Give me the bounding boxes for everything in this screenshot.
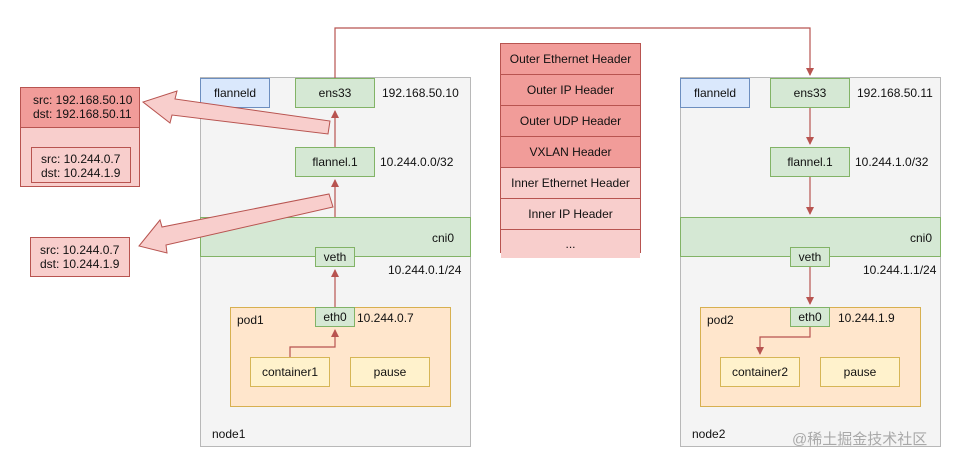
inner-packet-src: src: 10.244.0.7 bbox=[40, 243, 120, 257]
pod2-pause-label: pause bbox=[843, 365, 877, 379]
pod1-pause-label: pause bbox=[373, 365, 407, 379]
inner-packet-box: src: 10.244.0.7 dst: 10.244.1.9 bbox=[30, 237, 130, 277]
header-label-outer-ip: Outer IP Header bbox=[526, 83, 615, 97]
node1-flanneld-label: flanneld bbox=[213, 86, 257, 100]
node2-ens33-label: ens33 bbox=[793, 86, 827, 100]
node1-flannel-ip: 10.244.0.0/32 bbox=[380, 155, 454, 169]
outer-packet-inner-src: src: 10.244.0.7 bbox=[41, 152, 121, 166]
header-label-outer-ethernet: Outer Ethernet Header bbox=[509, 52, 632, 66]
callout-arrow-inner-packet bbox=[138, 193, 334, 254]
node2-veth: veth bbox=[790, 247, 830, 267]
node2-flannel-label: flannel.1 bbox=[787, 155, 833, 169]
node1-flannel-label: flannel.1 bbox=[312, 155, 358, 169]
vxlan-header-stack: Outer Ethernet Header Outer IP Header Ou… bbox=[500, 43, 641, 258]
callout-arrow-outer-packet bbox=[141, 90, 331, 135]
header-row-vxlan: VXLAN Header bbox=[501, 137, 640, 168]
node1-flannel-interface: flannel.1 bbox=[295, 147, 375, 177]
pod1-label: pod1 bbox=[237, 313, 264, 327]
node1-cni0-label: cni0 bbox=[432, 231, 455, 245]
header-label-inner-ip: Inner IP Header bbox=[528, 207, 613, 221]
node2-flanneld: flanneld bbox=[680, 78, 750, 108]
node1-ens33-label: ens33 bbox=[318, 86, 352, 100]
header-label-vxlan: VXLAN Header bbox=[529, 145, 612, 159]
header-label-inner-ethernet: Inner Ethernet Header bbox=[511, 176, 630, 190]
inner-packet-dst: dst: 10.244.1.9 bbox=[40, 257, 120, 271]
header-label-ellipsis: ... bbox=[565, 237, 576, 251]
node1-veth-label: veth bbox=[323, 250, 347, 264]
header-row-ellipsis: ... bbox=[501, 230, 640, 258]
outer-packet-inner-box: src: 10.244.0.7 dst: 10.244.1.9 bbox=[31, 147, 131, 183]
header-row-outer-udp: Outer UDP Header bbox=[501, 106, 640, 137]
container2-label: container2 bbox=[731, 365, 789, 379]
outer-packet-inner-dst: dst: 10.244.1.9 bbox=[41, 166, 121, 180]
pod2-pause-box: pause bbox=[820, 357, 900, 387]
header-row-outer-ip: Outer IP Header bbox=[501, 75, 640, 106]
pod2-label: pod2 bbox=[707, 313, 734, 327]
container2-box: container2 bbox=[720, 357, 800, 387]
pod1-eth0-ip: 10.244.0.7 bbox=[357, 311, 414, 325]
node1-veth: veth bbox=[315, 247, 355, 267]
node2-ens33-ip: 192.168.50.11 bbox=[857, 86, 933, 100]
outer-packet-box: src: 192.168.50.10 dst: 192.168.50.11 sr… bbox=[20, 87, 140, 187]
pod1-eth0-label: eth0 bbox=[323, 310, 347, 324]
header-row-outer-ethernet: Outer Ethernet Header bbox=[501, 44, 640, 75]
node2-veth-label: veth bbox=[798, 250, 822, 264]
node2-flanneld-label: flanneld bbox=[693, 86, 737, 100]
outer-packet-header: src: 192.168.50.10 dst: 192.168.50.11 bbox=[21, 88, 139, 128]
container1-box: container1 bbox=[250, 357, 330, 387]
node2-ens33: ens33 bbox=[770, 78, 850, 108]
node2-cni0-label: cni0 bbox=[910, 231, 933, 245]
eth0-to-container2-arrow bbox=[756, 327, 811, 355]
pod1-eth0: eth0 bbox=[315, 307, 355, 327]
node1-ens33-ip: 192.168.50.10 bbox=[382, 86, 459, 100]
pod2-eth0: eth0 bbox=[790, 307, 830, 327]
outer-packet-src: src: 192.168.50.10 bbox=[33, 93, 133, 107]
node1-label: node1 bbox=[212, 427, 246, 441]
header-row-inner-ethernet: Inner Ethernet Header bbox=[501, 168, 640, 199]
pod2-eth0-ip: 10.244.1.9 bbox=[838, 311, 895, 325]
pod1-pause-box: pause bbox=[350, 357, 430, 387]
watermark: @稀土掘金技术社区 bbox=[792, 431, 928, 448]
header-row-inner-ip: Inner IP Header bbox=[501, 199, 640, 230]
outer-packet-dst: dst: 192.168.50.11 bbox=[33, 107, 132, 121]
node2-flannel-interface: flannel.1 bbox=[770, 147, 850, 177]
node1-ens33: ens33 bbox=[295, 78, 375, 108]
node2-veth-ip: 10.244.1.1/24 bbox=[863, 263, 937, 277]
container1-to-eth0-arrow bbox=[289, 329, 339, 357]
node2-label: node2 bbox=[692, 427, 726, 441]
node2-flannel-ip: 10.244.1.0/32 bbox=[855, 155, 929, 169]
pod2-eth0-label: eth0 bbox=[798, 310, 822, 324]
node1-veth-ip: 10.244.0.1/24 bbox=[388, 263, 462, 277]
header-label-outer-udp: Outer UDP Header bbox=[519, 114, 622, 128]
ens33-inter-node-arrow bbox=[334, 27, 814, 78]
container1-label: container1 bbox=[261, 365, 319, 379]
